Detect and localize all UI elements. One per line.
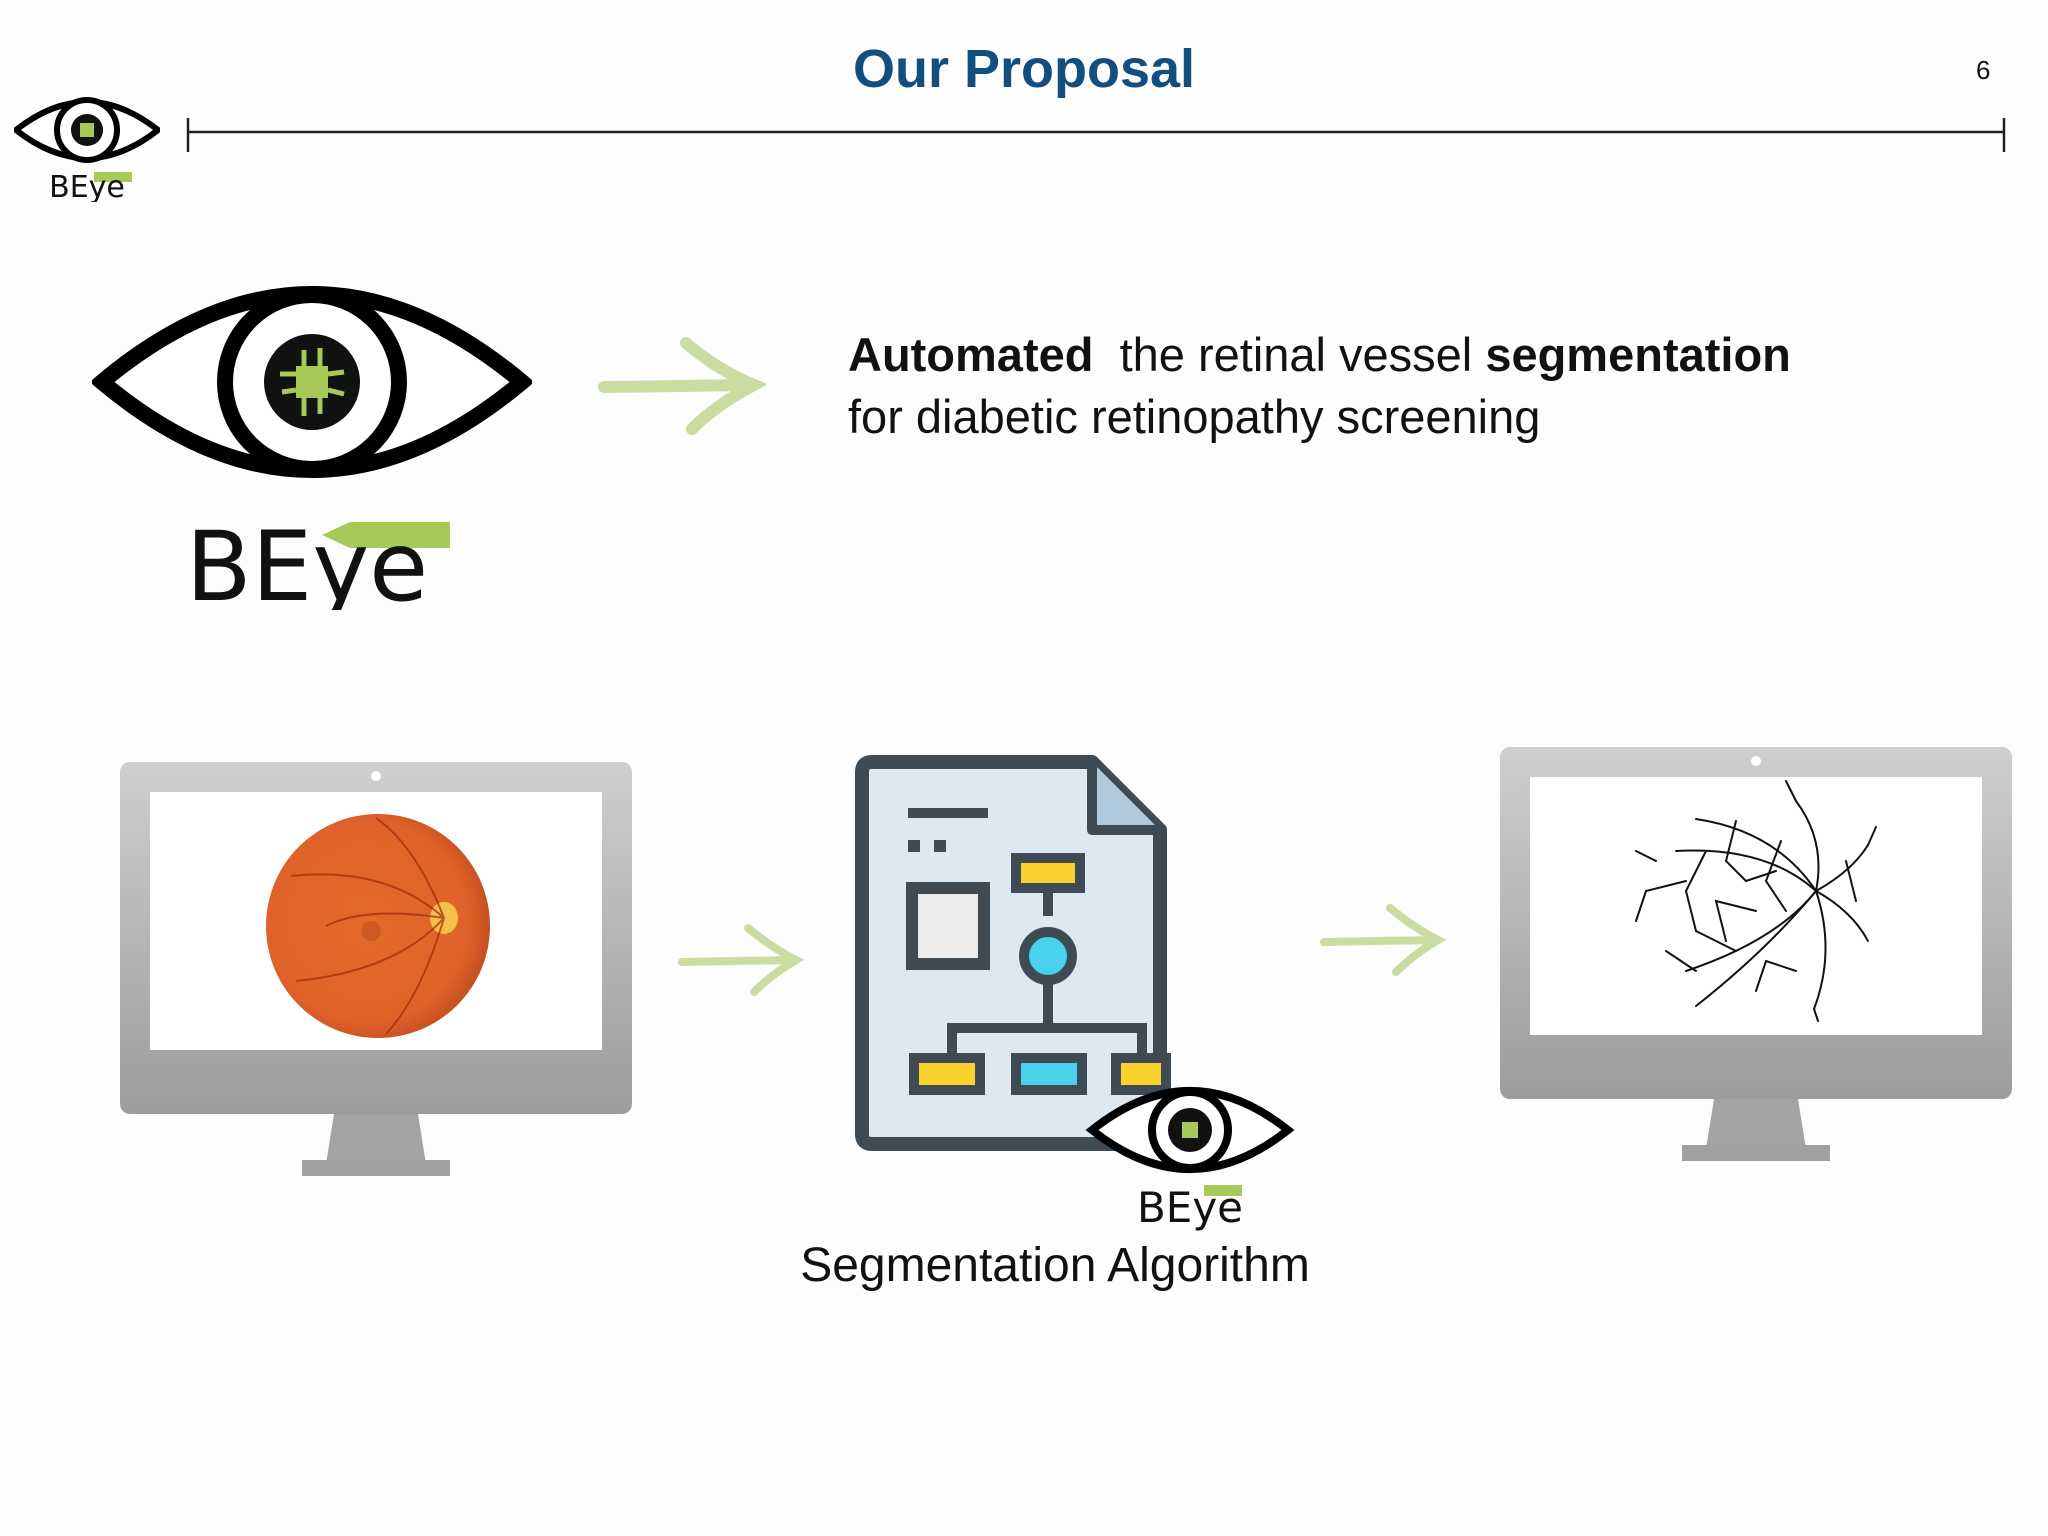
eye-icon bbox=[92, 286, 532, 478]
headline-line-1: Automated the retinal vessel segmentatio… bbox=[848, 324, 1791, 386]
logo-text: BEye bbox=[186, 511, 428, 610]
headline-line-2: for diabetic retinopathy screening bbox=[848, 390, 1541, 443]
headline-keyword-automated: Automated bbox=[848, 328, 1094, 381]
arrow-right-icon bbox=[678, 924, 805, 996]
monitor-screen bbox=[1530, 777, 1982, 1035]
input-monitor bbox=[120, 762, 632, 1176]
page-number: 6 bbox=[1976, 55, 1991, 85]
output-monitor bbox=[1500, 747, 2012, 1161]
beye-logo-overlay: BEye bbox=[1085, 1087, 1295, 1232]
arrow-right-icon bbox=[598, 337, 766, 435]
eye-icon bbox=[14, 97, 160, 163]
proposal-headline: Automated the retinal vessel segmentatio… bbox=[848, 324, 1791, 448]
arrow-right-icon bbox=[1320, 904, 1447, 976]
algorithm-document-icon: BEye bbox=[855, 755, 1295, 1232]
retina-fundus-image bbox=[266, 814, 490, 1038]
circuit-chip-icon bbox=[280, 348, 345, 416]
title-rule bbox=[186, 118, 2006, 152]
beye-logo-small: BEye bbox=[14, 97, 160, 202]
slide-title: Our Proposal bbox=[852, 39, 1196, 99]
algorithm-label: Segmentation Algorithm bbox=[800, 1239, 1310, 1292]
headline-keyword-segmentation: segmentation bbox=[1485, 328, 1791, 381]
headline-text: the retinal vessel bbox=[1093, 328, 1486, 381]
logo-text: BEye bbox=[1137, 1183, 1243, 1232]
logo-text: BEye bbox=[49, 170, 125, 202]
beye-logo-large: BEye bbox=[92, 286, 532, 610]
vessel-segmentation-map bbox=[1635, 780, 1877, 1022]
